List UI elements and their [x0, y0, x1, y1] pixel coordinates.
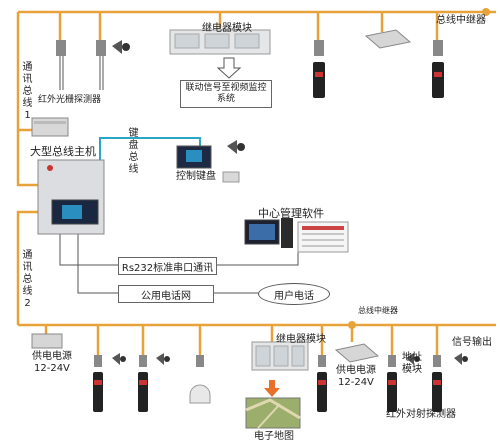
relay-module-icon [169, 29, 271, 55]
relay-module-icon [251, 341, 309, 371]
detector-icon [313, 40, 325, 98]
siren-icon [454, 353, 468, 365]
keypad-icon [176, 145, 240, 183]
bus-lines [16, 10, 496, 355]
rs232-box: Rs232标准串口通讯 [118, 257, 217, 275]
detector-icon [387, 355, 397, 412]
host-cabinet-icon [37, 159, 105, 235]
map-icon [245, 397, 301, 429]
siren-icon [406, 353, 420, 365]
siren-icon [156, 353, 170, 365]
comm-bus-1-label: 通讯总线1 [22, 62, 33, 121]
keyboard-bus-label: 键盘总线 [128, 128, 139, 175]
detector-icon [138, 355, 148, 412]
map-arrow-icon [264, 380, 280, 397]
computer-icon [244, 218, 349, 253]
relay-module-top-label: 继电器模块 [202, 23, 252, 34]
power-left-label-2: 12-24V [34, 363, 70, 374]
power-left-label-1: 供电电源 [32, 351, 72, 362]
ir-beam-detector-label: 红外对射探测器 [386, 409, 456, 420]
public-phone-network-box: 公用电话网 [118, 285, 214, 303]
phone-connector [77, 232, 118, 294]
detector-icon [189, 355, 211, 404]
detector-icon [56, 40, 66, 56]
host-label: 大型总线主机 [30, 145, 96, 158]
address-module-label: 地址模块 [402, 352, 422, 375]
control-keyboard-label: 控制键盘 [176, 171, 216, 182]
power-supply-icon [31, 117, 69, 137]
detector-icon [432, 355, 442, 412]
power-right-label-2: 12-24V [338, 377, 374, 388]
linkage-signal-box: 联动信号至视频监控系统 [180, 80, 272, 108]
power-supply-icon [364, 29, 412, 49]
bus-repeater-bottom-label: 总线中继器 [358, 306, 398, 315]
bus-repeater-icon [348, 321, 356, 329]
siren-icon [112, 40, 130, 54]
relay-module-bottom-label: 继电器模块 [276, 334, 326, 345]
management-software-label: 中心管理软件 [258, 207, 324, 220]
rs232-connector [59, 232, 118, 266]
comm-bus-2-label: 通讯总线2 [22, 250, 33, 309]
power-right-label-1: 供电电源 [336, 365, 376, 376]
detector-icon [96, 40, 106, 56]
bus-repeater-top-label: 总线中继器 [436, 15, 486, 26]
linkage-arrow-icon [216, 57, 242, 79]
e-map-label: 电子地图 [254, 431, 294, 442]
signal-output-label: 信号输出 [452, 337, 492, 348]
power-supply-icon [334, 343, 380, 363]
siren-icon [112, 353, 126, 365]
detector-icon [432, 40, 444, 98]
bus-repeater-icon [482, 8, 490, 16]
ir-fence-detector-label: 红外光栅探测器 [38, 95, 102, 105]
power-supply-icon [31, 333, 63, 349]
detector-icon [317, 355, 327, 412]
user-phone-oval: 用户电话 [258, 283, 330, 305]
siren-icon [227, 140, 245, 154]
detector-icon [93, 355, 103, 412]
